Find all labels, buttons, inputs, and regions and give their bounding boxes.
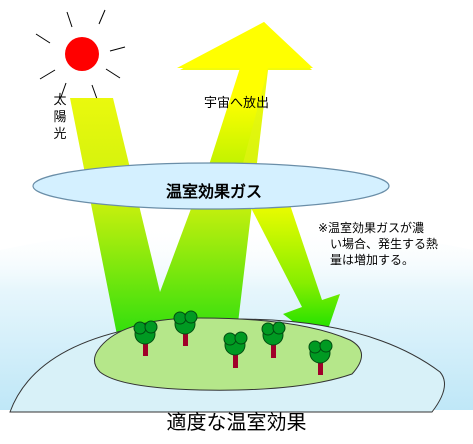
ground xyxy=(94,317,362,391)
tree xyxy=(223,331,248,368)
upward-arrow xyxy=(177,22,313,190)
tree xyxy=(173,310,198,346)
sun xyxy=(65,37,99,71)
sunlight-label-char: 太 xyxy=(53,93,67,108)
emission-to-space-label: 宇宙へ放出 xyxy=(204,96,270,111)
tree xyxy=(261,321,286,358)
greenhouse-gas-label: 温室効果ガス xyxy=(165,182,262,201)
sun-rays xyxy=(35,9,126,100)
note-line: ※温室効果ガスが濃 xyxy=(318,221,425,235)
note-line: 量は増加する。 xyxy=(330,253,415,267)
note-text: ※温室効果ガスが濃 い場合、発生する熱 量は増加する。 xyxy=(318,220,468,268)
sunlight-label: 太 陽 光 xyxy=(52,92,68,143)
sunlight-label-char: 光 xyxy=(53,127,67,142)
tree xyxy=(308,339,333,375)
diagram-caption: 適度な温室効果 xyxy=(166,410,307,434)
sunlight-label-char: 陽 xyxy=(53,110,67,125)
note-line: い場合、発生する熱 xyxy=(330,237,439,251)
tree xyxy=(133,320,158,356)
downward-arrow xyxy=(247,190,340,344)
greenhouse-gas-layer xyxy=(32,162,390,210)
